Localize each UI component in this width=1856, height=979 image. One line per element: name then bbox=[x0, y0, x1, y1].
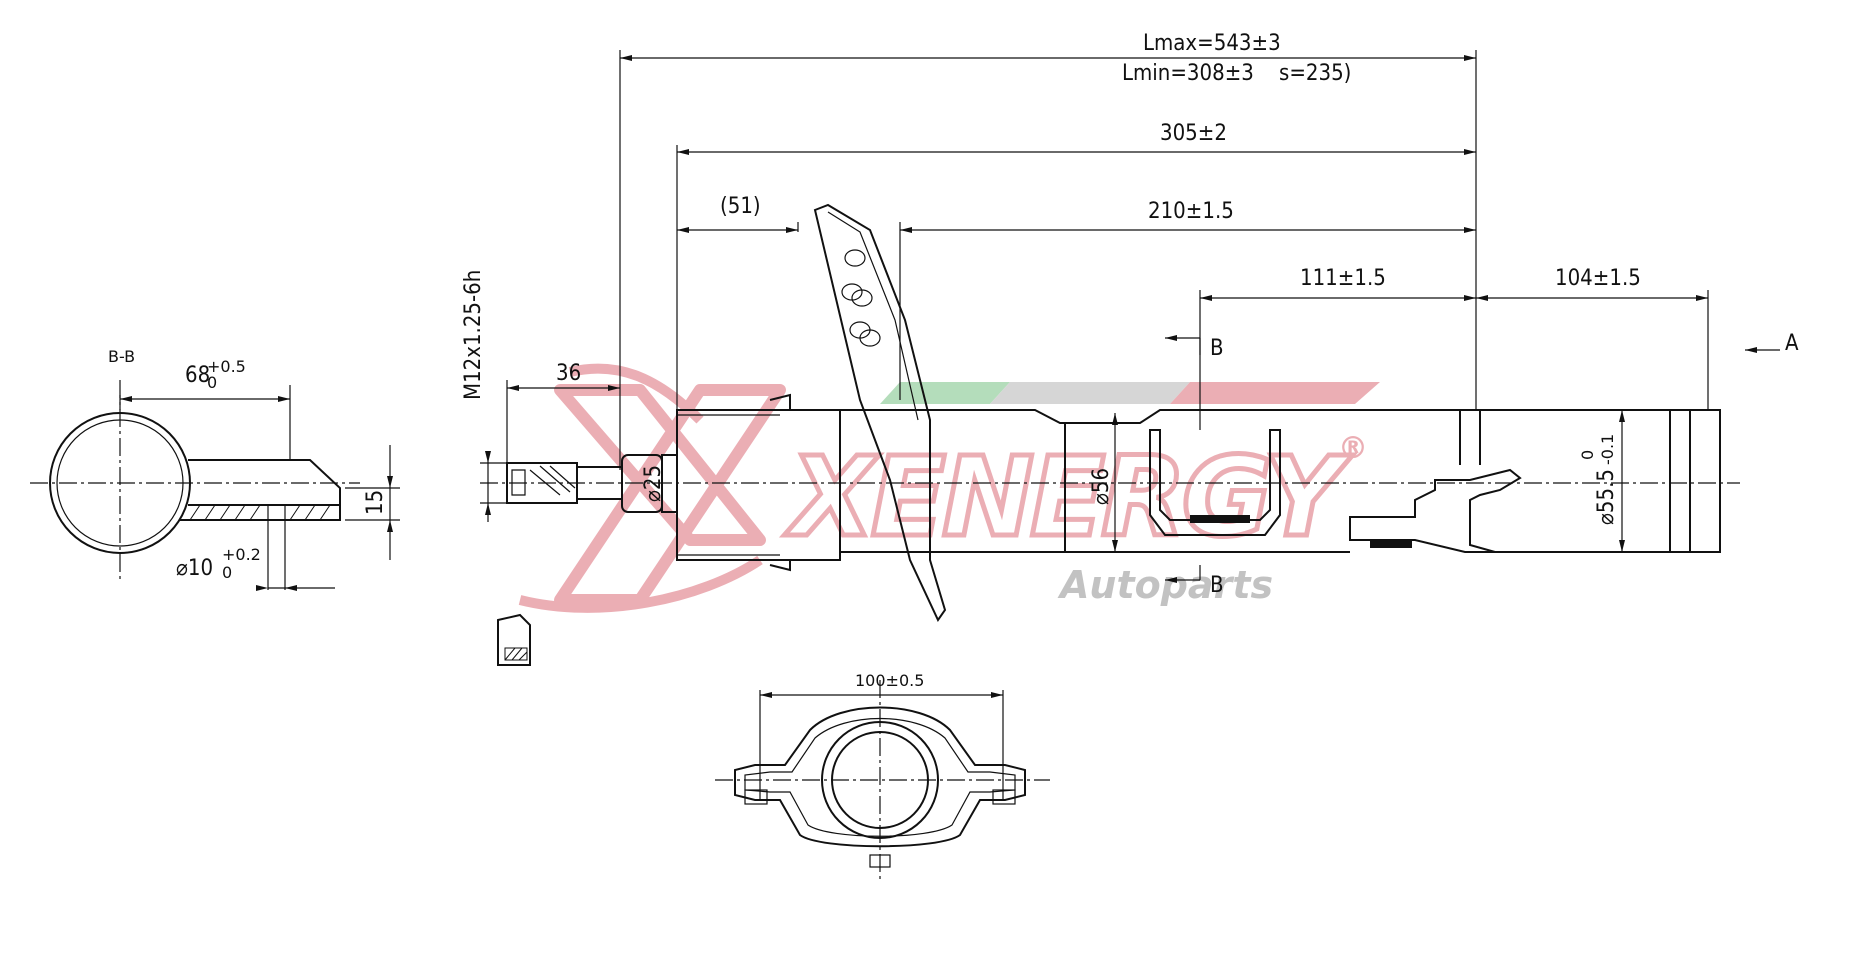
watermark-sub: Autoparts bbox=[1057, 563, 1273, 607]
section-view-b-b: B-B 68 +0.5 0 bbox=[30, 347, 400, 591]
view-arrow-a: A bbox=[1785, 331, 1799, 356]
dim-dia10: ⌀10 bbox=[176, 556, 213, 581]
section-mark-b-bottom: B bbox=[1210, 573, 1224, 598]
dim-dia10-tol-lower: 0 bbox=[222, 563, 232, 582]
dim-68-tol-upper: +0.5 bbox=[207, 357, 246, 376]
dim-lmax: Lmax=543±3 bbox=[1143, 31, 1281, 56]
dim-lmin: Lmin=308±3 s=235) bbox=[1122, 61, 1351, 86]
dim-305: 305±2 bbox=[1160, 121, 1227, 146]
strut-main-view: ⌀25 B B bbox=[480, 203, 1799, 622]
dim-bracket-width: 100±0.5 bbox=[855, 671, 924, 690]
top-mount-view: 100±0.5 bbox=[715, 671, 1050, 880]
dim-68-tol-lower: 0 bbox=[207, 373, 217, 392]
dim-dia55-tol-lower: -0.1 bbox=[1598, 434, 1617, 465]
dim-15: 15 bbox=[363, 490, 388, 515]
dim-68: 68 bbox=[185, 363, 210, 388]
length-dimensions: Lmax=543±3 Lmin=308±3 s=235) 305±2 (51) … bbox=[461, 31, 1709, 522]
watermark-x-swoosh bbox=[518, 363, 763, 613]
section-mark-b-top: B bbox=[1210, 336, 1224, 361]
watermark-grey-bar bbox=[990, 382, 1190, 404]
dim-thread: M12x1.25-6h bbox=[461, 270, 486, 400]
watermark-red-bar bbox=[1170, 382, 1380, 404]
section-title: B-B bbox=[108, 347, 135, 366]
dim-104: 104±1.5 bbox=[1555, 266, 1641, 291]
dim-dia55-tol-upper: 0 bbox=[1578, 450, 1597, 460]
dim-111: 111±1.5 bbox=[1300, 266, 1386, 291]
dim-dia25: ⌀25 bbox=[641, 465, 666, 502]
dim-36: 36 bbox=[556, 361, 581, 386]
watermark-brand: XENERGY bbox=[784, 433, 1353, 561]
dim-dia10-tol-upper: +0.2 bbox=[222, 545, 261, 564]
section-hatch bbox=[189, 504, 331, 521]
dim-51: (51) bbox=[720, 194, 761, 219]
dim-dia56: ⌀56 bbox=[1089, 468, 1114, 505]
dim-dia55: ⌀55.5 bbox=[1594, 469, 1619, 525]
thread-detail bbox=[497, 613, 531, 666]
watermark-registered: ® bbox=[1338, 431, 1368, 466]
dim-210: 210±1.5 bbox=[1148, 199, 1234, 224]
